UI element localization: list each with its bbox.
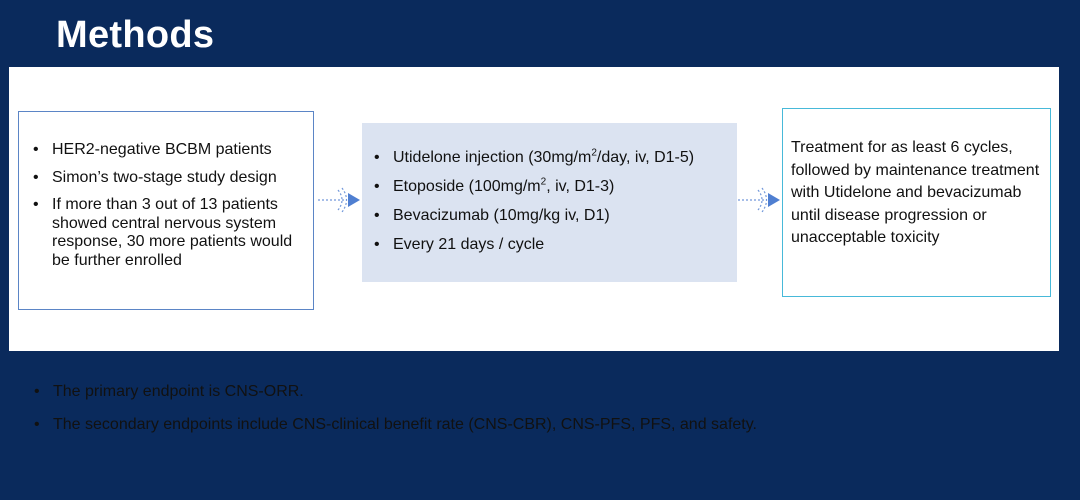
list-item: • Etoposide (100mg/m2, iv, D1-3)	[374, 176, 615, 195]
treatment-text: Treatment for as least 6 cycles, followe…	[791, 139, 1040, 246]
slide-title: Methods	[56, 14, 215, 56]
treatment-box: Treatment for as least 6 cycles, followe…	[782, 108, 1051, 297]
regimen-box: • Utidelone injection (30mg/m2/day, iv, …	[362, 123, 737, 282]
list-item: • Every 21 days / cycle	[374, 236, 545, 253]
bullet-icon: •	[374, 207, 380, 224]
list-item: • Simon’s two-stage study design	[33, 169, 277, 186]
bullet-icon: •	[33, 196, 39, 213]
list-item: • If more than 3 out of 13 patients show…	[33, 196, 293, 269]
bullet-icon: •	[34, 416, 40, 433]
list-item: • Bevacizumab (10mg/kg iv, D1)	[374, 207, 610, 224]
list-item: • The secondary endpoints include CNS-cl…	[34, 416, 757, 433]
bullet-icon: •	[374, 149, 380, 166]
regimen-list: • Utidelone injection (30mg/m2/day, iv, …	[370, 148, 735, 264]
study-design-box: • HER2-negative BCBM patients • Simon’s …	[18, 111, 314, 310]
bullet-icon: •	[374, 236, 380, 253]
endpoints-list: • The primary endpoint is CNS-ORR. • The…	[30, 382, 1070, 448]
arrow-right-icon	[738, 187, 780, 213]
bullet-icon: •	[374, 178, 380, 195]
bullet-icon: •	[34, 383, 40, 400]
list-item: • HER2-negative BCBM patients	[33, 141, 272, 158]
list-item: • The primary endpoint is CNS-ORR.	[34, 383, 304, 400]
bullet-icon: •	[33, 169, 39, 186]
bullet-icon: •	[33, 141, 39, 158]
arrow-right-icon	[318, 187, 360, 213]
study-design-list: • HER2-negative BCBM patients • Simon’s …	[29, 140, 311, 279]
list-item: • Utidelone injection (30mg/m2/day, iv, …	[374, 147, 695, 166]
